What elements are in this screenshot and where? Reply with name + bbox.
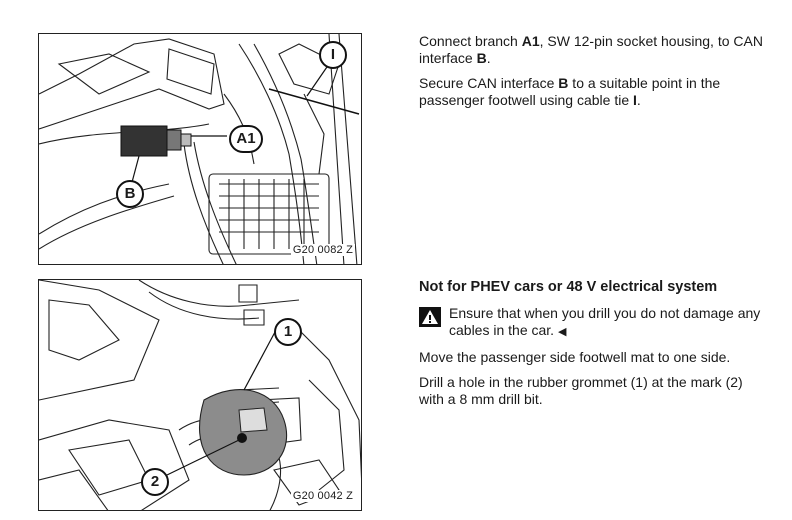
figure-2-drawing xyxy=(39,280,361,510)
instruction-drill-hole: Drill a hole in the rubber grommet (1) a… xyxy=(419,374,743,407)
callout-i: I xyxy=(319,41,347,69)
callout-2: 2 xyxy=(141,468,169,496)
callout-b: B xyxy=(116,180,144,208)
warning-text-wrap: Ensure that when you drill you do not da… xyxy=(449,305,769,341)
warning-note: Ensure that when you drill you do not da… xyxy=(419,305,769,341)
figure-code: G20 0042 Z xyxy=(290,490,355,502)
section-heading: Not for PHEV cars or 48 V electrical sys… xyxy=(419,279,718,295)
step-drill-grommet: Not for PHEV cars or 48 V electrical sys… xyxy=(419,279,769,416)
step-connect-can: Connect branch A1, SW 12-pin socket hous… xyxy=(419,33,769,117)
instruction-connect-branch: Connect branch A1, SW 12-pin socket hous… xyxy=(419,33,763,66)
callout-a1: A1 xyxy=(229,125,263,153)
instruction-move-mat: Move the passenger side footwell mat to … xyxy=(419,349,731,365)
figure-can-interface: A1 B I G20 0082 Z xyxy=(38,33,362,265)
instruction-secure-interface: Secure CAN interface B to a suitable poi… xyxy=(419,75,721,108)
figure-1-drawing xyxy=(39,34,360,264)
warning-text: Ensure that when you drill you do not da… xyxy=(449,305,761,338)
callout-1: 1 xyxy=(274,318,302,346)
end-mark-icon: ◀ xyxy=(557,326,567,338)
figure-code: G20 0082 Z xyxy=(290,244,355,256)
figure-grommet: 1 2 G20 0042 Z xyxy=(38,279,362,511)
warning-triangle-icon xyxy=(419,307,441,327)
